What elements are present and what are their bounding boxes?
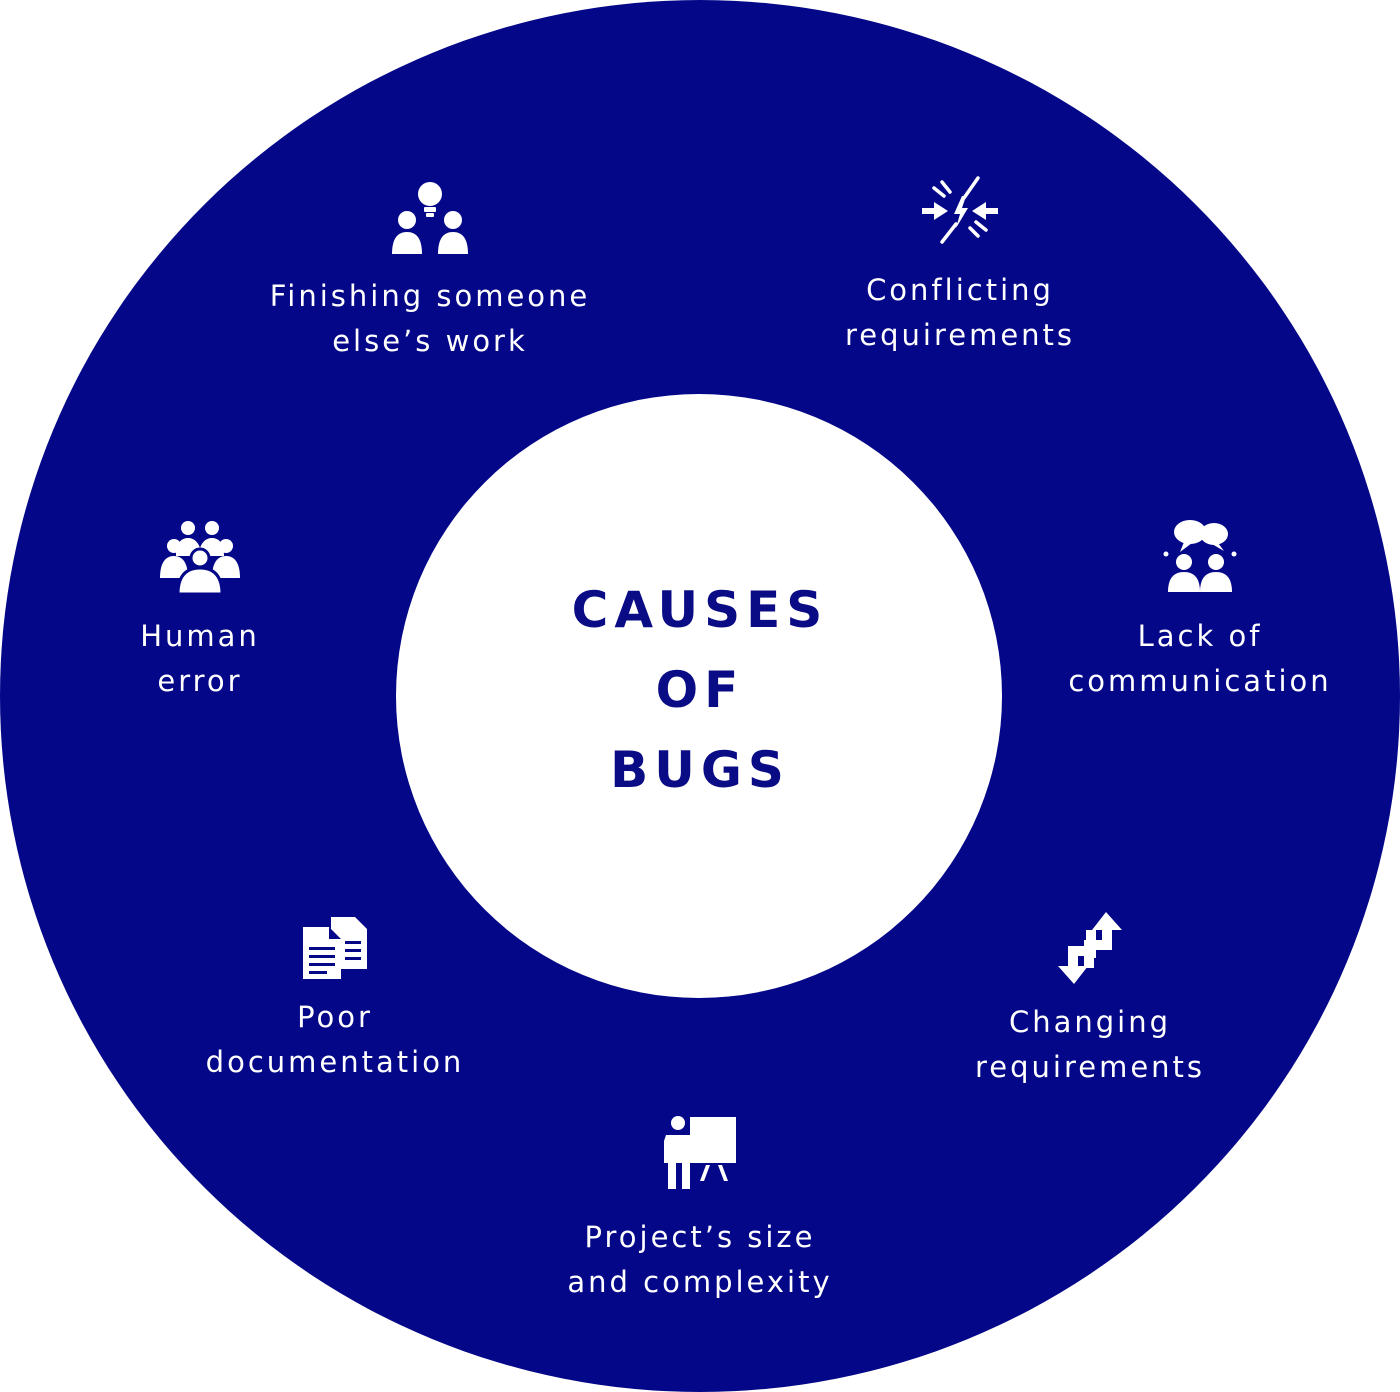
cause-label-line-2: requirements [844,318,1076,352]
title-line-3: BUGS [610,741,790,799]
cause-label-line-2: error [157,664,243,698]
cause-label: Human error [110,614,290,704]
cause-label-line-1: Poor [297,1000,373,1034]
discussion-icon [1163,520,1237,592]
cause-poor-documentation: Poor documentation [185,915,485,1085]
cause-label-line-2: else’s work [332,324,528,358]
cause-lack-of-communication: Lack of communication [1040,518,1360,704]
cause-label-line-1: Finishing someone [269,279,591,313]
cause-label-line-2: requirements [974,1050,1206,1084]
cause-label: Poor documentation [185,995,485,1085]
cause-label: Conflicting requirements [810,268,1110,358]
cause-conflicting-requirements: Conflicting requirements [810,174,1110,358]
cause-label-line-2: and complexity [567,1265,833,1299]
cause-label-line-1: Human [140,619,260,653]
cause-label: Project’s size and complexity [545,1215,855,1305]
cause-label-line-1: Conflicting [866,273,1054,307]
diagram-title: CAUSES OF BUGS [450,570,950,810]
title-line-2: OF [655,661,745,719]
title-line-1: CAUSES [571,581,829,639]
cause-label-line-1: Lack of [1137,619,1263,653]
cause-projects-size-and-complexity: Project’s size and complexity [545,1115,855,1305]
cause-label-line-1: Changing [1008,1005,1172,1039]
cause-finishing-someone-elses-work: Finishing someone else’s work [230,180,630,364]
cause-changing-requirements: Changing requirements [950,910,1230,1090]
documents-icon [303,917,367,979]
cause-label-line-1: Project’s size [584,1220,816,1254]
center-circle [396,394,1002,998]
presentation-icon [664,1116,736,1189]
conflict-arrows-icon [922,176,998,244]
change-arrows-icon [1058,912,1122,984]
cause-human-error: Human error [110,520,290,704]
cause-label: Lack of communication [1040,614,1360,704]
cause-label: Finishing someone else’s work [230,274,630,364]
cause-label: Changing requirements [950,1000,1230,1090]
crowd-icon [160,521,240,594]
team-lightbulb-icon [392,182,468,254]
cause-label-line-2: communication [1068,664,1332,698]
cause-label-line-2: documentation [205,1045,465,1079]
